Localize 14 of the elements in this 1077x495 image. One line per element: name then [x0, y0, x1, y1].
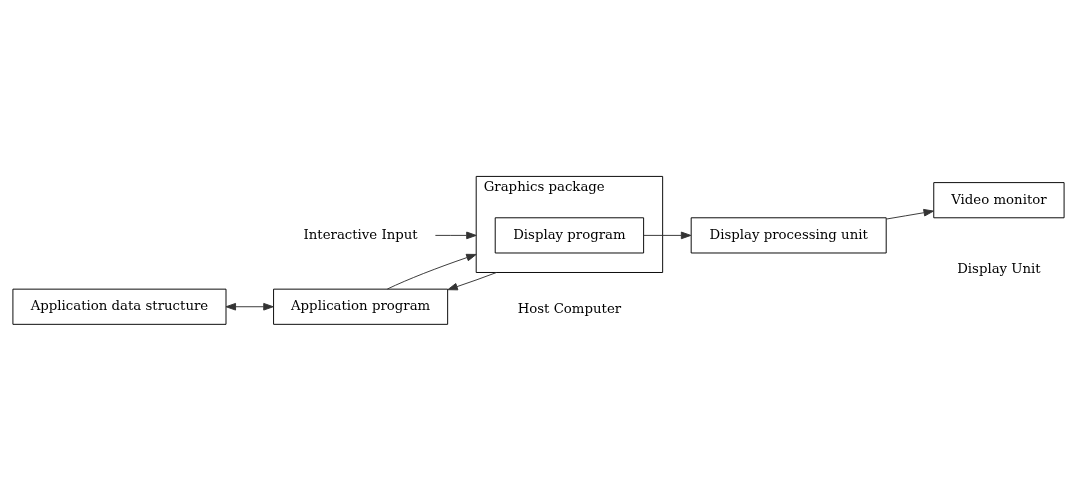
node-box: Application data structure	[12, 288, 227, 325]
node-box: Display program	[494, 216, 645, 253]
arrow	[225, 302, 274, 311]
arrow	[386, 253, 477, 289]
node-box: Video monitor	[933, 181, 1065, 218]
node-box: Application program	[273, 288, 449, 325]
arrow	[886, 208, 934, 219]
arrow	[447, 271, 497, 290]
node-text: Interactive Input	[303, 226, 418, 242]
arrow	[643, 231, 692, 239]
label: Display Unit	[957, 260, 1041, 276]
node-box: Display processing unit	[690, 216, 887, 253]
arrow	[434, 231, 477, 239]
label: Host Computer	[517, 300, 622, 316]
